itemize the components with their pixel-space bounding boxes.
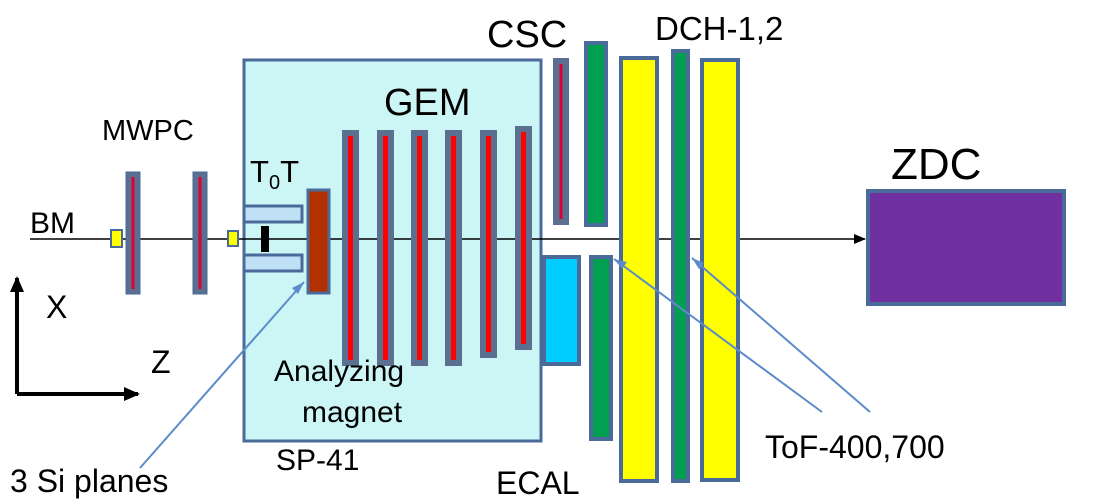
t0t-label: T0T [250, 154, 299, 194]
mwpc-label: MWPC [102, 115, 194, 147]
pointer-lines [139, 257, 871, 469]
coordinate-axes [10, 276, 140, 401]
si-planes-label: 3 Si planes [10, 463, 168, 499]
ecal-label: ECAL [496, 465, 580, 501]
csc-label: CSC [487, 14, 567, 56]
zdc-block [866, 189, 1066, 306]
target [261, 226, 269, 252]
bm-label: BM [30, 207, 75, 240]
axis-z-label: Z [151, 344, 171, 380]
mwpc-planes [125, 171, 208, 295]
tof-400-pointer-head [614, 259, 627, 269]
si-pointer-line [139, 281, 305, 469]
ecal-block [542, 255, 581, 366]
tof-400-pointer-line [613, 258, 823, 413]
t0-counter [227, 230, 239, 247]
dch-2-plane [700, 58, 740, 482]
tof-700-plane [671, 49, 690, 483]
dch-1-plane [619, 56, 659, 483]
tof-400-upper-plane [584, 41, 608, 227]
tof-label: ToF-400,700 [765, 429, 945, 465]
dch-label: DCH-1,2 [655, 10, 783, 47]
t0t-assembly [242, 204, 304, 273]
gem-planes [342, 126, 532, 366]
gem-label: GEM [384, 82, 471, 124]
magnet-label-line1: Analyzing [274, 355, 404, 388]
tof-700-pointer-head [692, 258, 704, 269]
si-pointer-head [292, 282, 304, 294]
tof-400-lower-plane [589, 255, 613, 441]
magnet-label-line2: magnet [302, 396, 403, 429]
tof-700-pointer-line [691, 257, 871, 413]
bm-counter [110, 229, 123, 248]
zdc-label: ZDC [891, 140, 981, 189]
axis-x-label: X [46, 289, 67, 325]
magnet-label-line3: SP-41 [276, 444, 359, 477]
si-planes-block [306, 188, 331, 295]
